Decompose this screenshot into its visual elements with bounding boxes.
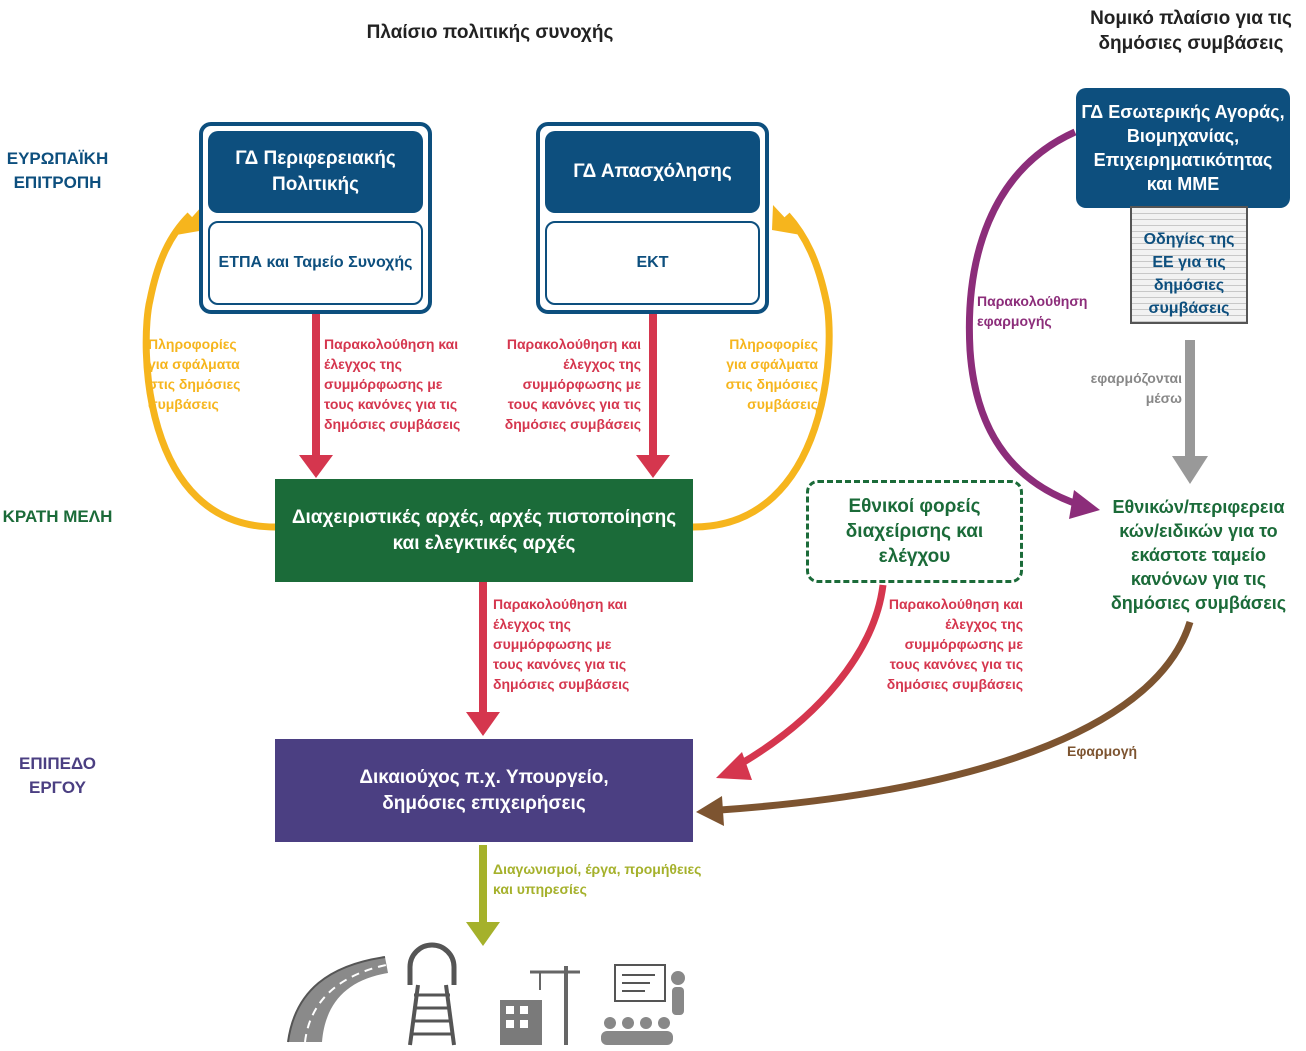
monitoring-label-national: Παρακολούθηση και έλεγχος της συμμόρφωση… xyxy=(886,596,1023,692)
national-rules-text: Εθνικών/περιφερεια κών/ειδικών για το εκ… xyxy=(1110,497,1287,613)
applied-through-label: εφαρμόζονται μέσω xyxy=(1090,370,1182,406)
level-member-states: ΚΡΑΤΗ ΜΕΛΗ xyxy=(2,507,113,526)
monitoring-label-authorities: Παρακολούθηση και έλεγχος της συμμόρφωση… xyxy=(493,596,630,692)
monitoring-arrowhead-empl xyxy=(636,455,670,478)
error-info-label-left: Πληροφορίες για σφάλματα στις δημόσιες σ… xyxy=(148,336,241,412)
erdf-cohesion-fund-box: ΕΤΠΑ και Ταμείο Συνοχής xyxy=(208,221,423,305)
monitoring-label-empl: Παρακολούθηση και έλεγχος της συμμόρφωση… xyxy=(504,336,641,432)
esf-box: ΕΚΤ xyxy=(545,221,760,305)
national-bodies-box: Εθνικοί φορείς διαχείρισης και ελέγχου xyxy=(806,480,1023,583)
monitoring-arrowhead-regio xyxy=(299,455,333,478)
beneficiary-box: Δικαιούχος π.χ. Υπουργείο, δημόσιες επιχ… xyxy=(275,739,693,842)
dg-regio-box: ΓΔ Περιφερειακής Πολιτικής xyxy=(208,131,423,213)
application-arrowhead xyxy=(696,796,724,826)
monitoring-label-regio: Παρακολούθηση και έλεγχος της συμμόρφωση… xyxy=(324,336,461,432)
legal-framework-header: Νομικό πλαίσιο για τις δημόσιες συμβάσει… xyxy=(1090,8,1292,54)
policy-framework-header: Πλαίσιο πολιτικής συνοχής xyxy=(366,22,614,43)
dg-empl-box: ΓΔ Απασχόλησης xyxy=(545,131,760,213)
application-arrow xyxy=(719,620,1194,814)
monitoring-implementation-label: Παρακολούθηση εφαρμογής xyxy=(977,293,1088,329)
level-european-commission: ΕΥΡΩΠΑΪΚΗ ΕΠΙΤΡΟΠΗ xyxy=(6,149,109,192)
directives-book-icon xyxy=(1130,206,1248,324)
error-info-label-right: Πληροφορίες για σφάλματα στις δημόσιες σ… xyxy=(725,336,818,412)
training-icon xyxy=(601,964,685,1045)
error-info-arrowhead-right xyxy=(772,205,801,235)
applied-through-arrowhead xyxy=(1172,456,1208,484)
error-info-arrow-left xyxy=(142,212,276,531)
monitoring-arrowhead-national xyxy=(716,752,752,780)
error-info-arrowhead-left xyxy=(176,205,205,235)
error-info-arrow-right xyxy=(692,212,833,531)
building-construction-icon xyxy=(500,966,580,1045)
authorities-box: Διαχειριστικές αρχές, αρχές πιστοποίησης… xyxy=(275,479,693,582)
application-label: Εφαρμογή xyxy=(1067,743,1138,759)
tenders-label: Διαγωνισμοί, έργα, προμήθειες και υπηρεσ… xyxy=(493,861,702,897)
monitoring-arrow-national xyxy=(728,584,887,774)
road-icon xyxy=(287,956,388,1043)
directives-label: Οδηγίες της ΕΕ για τις δημόσιες συμβάσει… xyxy=(1143,231,1235,317)
dg-grow-box: ΓΔ Εσωτερικής Αγοράς, Βιομηχανίας, Επιχε… xyxy=(1076,88,1290,208)
monitoring-implementation-arrow xyxy=(965,128,1082,509)
level-project: ΕΠΙΠΕΔΟ ΕΡΓΟΥ xyxy=(19,754,96,797)
monitoring-arrowhead-authorities xyxy=(466,712,500,736)
tenders-arrowhead xyxy=(466,922,500,946)
railway-icon xyxy=(407,942,457,1046)
monitoring-implementation-arrowhead xyxy=(1069,490,1100,519)
